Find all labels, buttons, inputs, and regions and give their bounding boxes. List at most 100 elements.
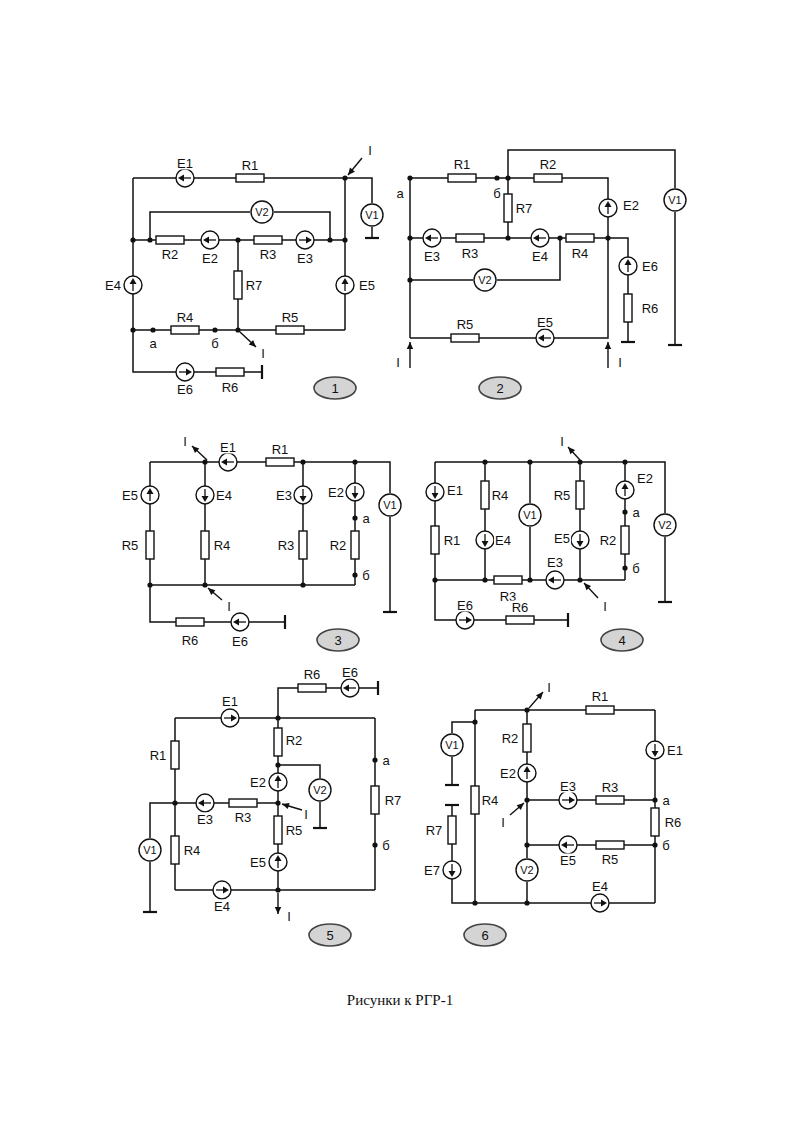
component-label: R6 [303, 668, 322, 681]
component-label: a [661, 794, 670, 807]
emf-source-symbol [231, 613, 249, 631]
source-arrow-head [186, 369, 192, 376]
component-label: R2 [599, 534, 618, 547]
component-label: I [546, 681, 552, 694]
current-arrow [605, 342, 611, 368]
emf-source-symbol [619, 257, 637, 275]
junction-dot [494, 175, 499, 180]
emf-source-symbol [201, 231, 219, 249]
component-label: R5 [281, 311, 300, 324]
wire [133, 330, 262, 372]
component-label: R7 [384, 794, 403, 807]
component-label: R3 [601, 781, 620, 794]
source-arrow-head [275, 855, 282, 861]
source-arrow-shaft [344, 283, 345, 291]
current-arrow-shaft [240, 332, 256, 347]
junction-dot [275, 800, 280, 805]
junction-dot [472, 719, 477, 724]
resistor-symbol [171, 741, 179, 769]
voltmeter-label: V2 [255, 207, 268, 218]
node-shape [516, 859, 538, 881]
junction-dot [342, 175, 347, 180]
current-arrow-head [568, 447, 575, 454]
source-arrow-shaft [224, 717, 232, 718]
wire [344, 178, 346, 330]
source-circle [124, 276, 142, 294]
junction-dot [172, 800, 177, 805]
dot-group [130, 175, 657, 905]
wire [624, 462, 626, 580]
source-arrow-head [300, 496, 307, 502]
source-arrow-head [202, 496, 209, 502]
resistor-symbol [229, 799, 257, 807]
source-arrow-shaft [216, 889, 224, 890]
source-arrow-shaft [553, 579, 561, 580]
resistor-symbol [146, 531, 154, 559]
source-circle [176, 169, 194, 187]
ground-symbol [284, 615, 286, 629]
source-circle [201, 231, 219, 249]
component-label: R4 [491, 489, 510, 502]
current-arrow [529, 692, 543, 708]
emf-source-symbol [219, 453, 237, 471]
source-arrow-shaft [238, 621, 246, 622]
component-label: R5 [121, 539, 140, 552]
wire [150, 585, 285, 622]
voltmeter-circle: V1 [663, 188, 687, 212]
source-arrow-shaft [526, 771, 527, 779]
component-label: б [631, 562, 640, 575]
component-label: E5 [358, 279, 376, 292]
source-arrow-shaft [434, 486, 435, 494]
component-label: E1 [666, 744, 684, 757]
component-label: E3 [196, 813, 214, 826]
source-arrow-shaft [538, 237, 546, 238]
source-arrow-shaft [208, 239, 216, 240]
component-label: E2 [327, 486, 345, 499]
figure-number: 4 [618, 634, 625, 647]
wire [345, 178, 372, 203]
current-arrow-group [192, 158, 611, 914]
current-arrow [568, 447, 580, 460]
resistor-symbol [448, 816, 456, 844]
junction-dot [524, 842, 529, 847]
node-shape [519, 504, 541, 526]
junction-dot [352, 515, 357, 520]
figure-number-oval: 4 [600, 628, 644, 652]
emf-source-symbol [546, 571, 564, 589]
source-circle [341, 679, 359, 697]
component-label: R5 [456, 318, 475, 331]
source-circle [591, 894, 609, 912]
voltmeter-label: V1 [365, 210, 378, 221]
wire [475, 709, 655, 711]
component-label: E5 [249, 856, 267, 869]
source-arrow-head [569, 797, 575, 804]
junction-dot [275, 715, 280, 720]
current-arrow-shaft [529, 692, 543, 708]
ground-group [143, 238, 682, 912]
source-circle [294, 486, 312, 504]
wire [150, 584, 355, 586]
component-label: R3 [234, 811, 253, 824]
voltmeter-circle: V1 [378, 493, 402, 517]
component-label: R4 [183, 844, 202, 857]
node-shape [309, 924, 351, 946]
component-label: R1 [453, 158, 472, 171]
wire [409, 178, 411, 338]
source-arrow-head [198, 800, 204, 807]
source-circle [646, 741, 664, 759]
resistor-symbol [534, 174, 562, 182]
component-label: I [617, 356, 623, 369]
figure-number-oval: 1 [313, 376, 357, 400]
component-label: R6 [511, 601, 530, 614]
wire [410, 279, 473, 281]
ground-symbol [143, 911, 157, 913]
wire [434, 462, 436, 580]
source-circle [456, 611, 474, 629]
component-label: б [361, 569, 370, 582]
source-arrow-head [275, 775, 282, 781]
voltmeter-circle: V1 [360, 203, 384, 227]
junction-dot [202, 582, 207, 587]
current-arrow [584, 583, 598, 598]
node-shape [474, 269, 496, 291]
source-arrow-head [231, 715, 237, 722]
